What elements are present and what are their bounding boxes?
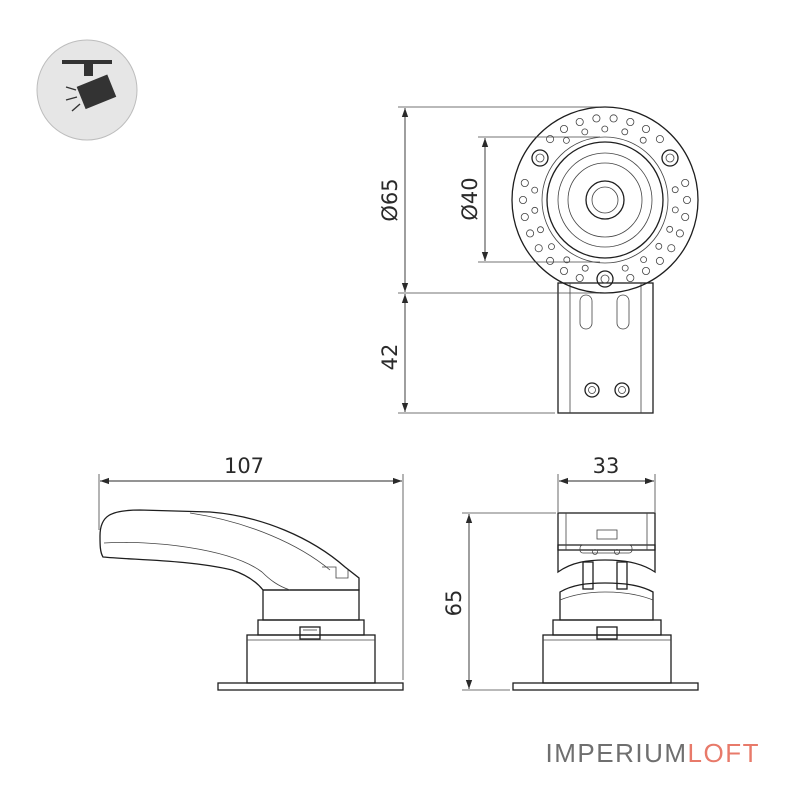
mounting-hole — [563, 256, 571, 264]
mounting-hole — [681, 178, 690, 187]
mounting-hole — [655, 135, 664, 144]
mounting-hole — [667, 244, 676, 253]
dimension-side-length: 107 — [98, 454, 404, 680]
mounting-hole — [531, 206, 539, 214]
mounting-hole — [626, 273, 635, 282]
end-view — [512, 512, 699, 691]
mounting-hole — [601, 125, 609, 133]
mounting-hole — [655, 256, 664, 265]
dimension-front-outer: Ø65 — [378, 106, 600, 294]
mounting-hole — [575, 273, 584, 282]
mounting-hole — [621, 128, 629, 136]
mounting-hole — [560, 125, 569, 134]
mounting-hole — [531, 186, 539, 194]
mounting-hole — [534, 244, 543, 253]
dim-side-length-label: 107 — [224, 454, 264, 478]
mounting-hole — [575, 118, 584, 127]
mounting-hole — [563, 136, 570, 144]
dim-front-outer-label: Ø65 — [378, 178, 402, 221]
mounting-hole — [609, 114, 618, 123]
mounting-hole — [626, 118, 635, 127]
mounting-hole — [681, 212, 690, 221]
brand-logo-part1: IMPERIUM — [546, 738, 688, 768]
brand-logo: IMPERIUMLOFT — [546, 738, 760, 768]
mounting-hole — [519, 195, 528, 204]
mounting-hole — [671, 186, 679, 194]
mounting-hole — [675, 229, 684, 238]
mounting-hole — [581, 264, 589, 272]
front-view — [511, 106, 699, 414]
mounting-hole — [655, 242, 663, 250]
side-view — [99, 509, 404, 691]
dim-end-height-label: 65 — [442, 590, 466, 617]
mounting-hole — [548, 243, 555, 251]
mounting-hole — [621, 264, 629, 272]
mounting-hole — [592, 114, 601, 123]
mounting-hole — [526, 229, 535, 238]
dim-end-width-label: 33 — [593, 454, 620, 478]
dimension-front-bracket: 42 — [378, 294, 555, 414]
mounting-hole — [546, 135, 555, 144]
mounting-hole — [639, 136, 647, 144]
mounting-hole — [640, 256, 647, 264]
mounting-hole — [520, 212, 529, 221]
dim-front-bracket-label: 42 — [378, 344, 402, 371]
mounting-hole — [520, 178, 529, 187]
track-spotlight-icon — [36, 39, 138, 141]
dim-front-inner-label: Ø40 — [458, 177, 482, 220]
dimension-front-inner: Ø40 — [458, 136, 600, 263]
mounting-hole — [560, 266, 569, 275]
mounting-hole — [683, 195, 692, 204]
dimension-end-width: 33 — [557, 454, 656, 512]
brand-logo-part2: LOFT — [688, 738, 760, 768]
mounting-hole — [537, 226, 544, 234]
mounting-hole — [671, 206, 679, 214]
mounting-hole — [666, 225, 674, 233]
mounting-hole — [581, 128, 589, 136]
mounting-hole — [546, 256, 555, 265]
mounting-hole — [642, 125, 651, 134]
dimension-end-height: 65 — [442, 512, 556, 691]
mounting-hole — [642, 266, 651, 275]
